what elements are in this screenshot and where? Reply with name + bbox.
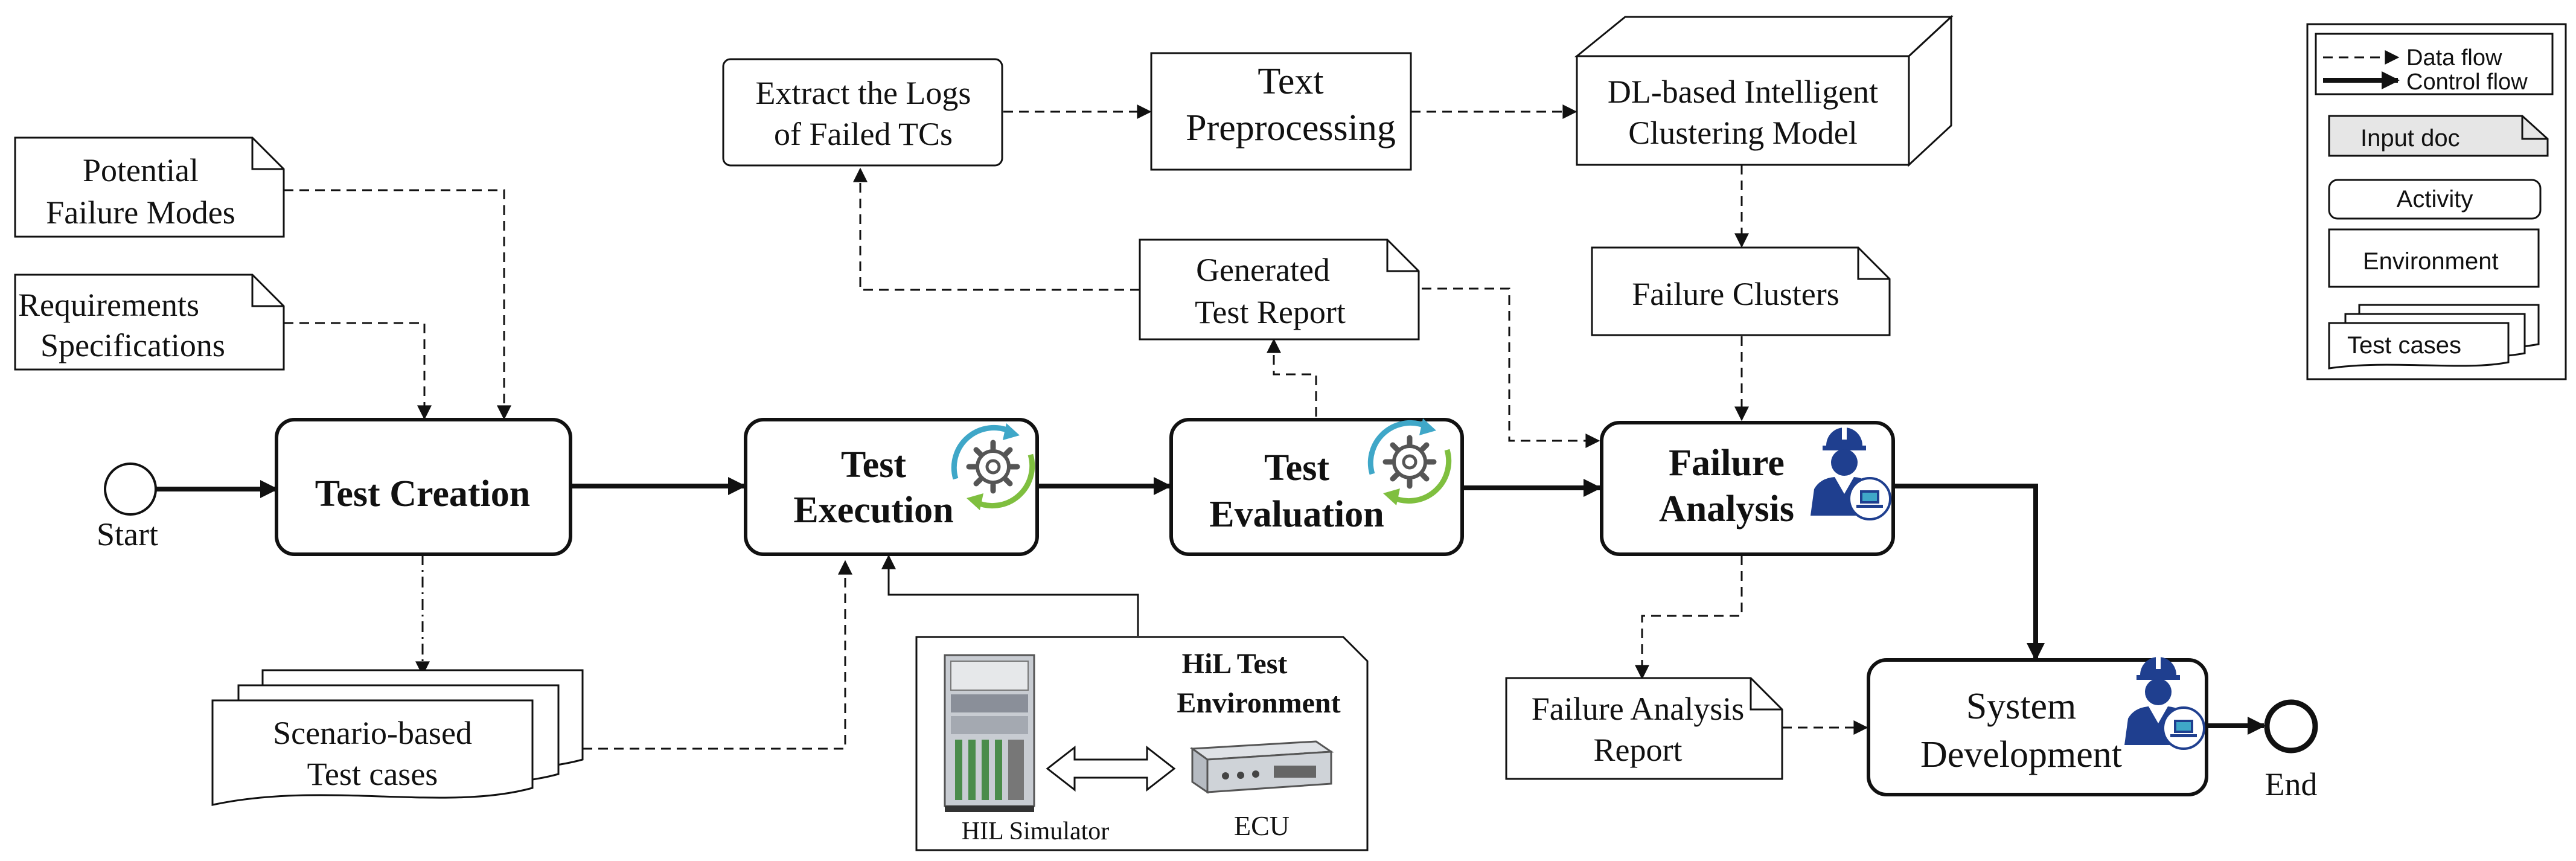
legend-test-cases: Test cases [2328, 304, 2540, 370]
end-circle [2264, 699, 2318, 754]
hil-title: HiL Test [1182, 648, 1288, 680]
activity-label: Test [841, 444, 906, 485]
doc-label: Generated [1196, 252, 1330, 288]
doc-label: Failure Modes [46, 194, 235, 231]
hil-test-environment: HiL Test Environment HIL Simulator ECU [915, 636, 1369, 851]
activity-text-preprocessing: Text Preprocessing [1150, 52, 1412, 171]
start-circle [104, 463, 157, 516]
legend-data-flow: Data flow [2406, 45, 2502, 71]
flow-analysis-to-development [1893, 484, 2045, 661]
svg-text:Input doc: Input doc [2360, 125, 2460, 152]
activity-label: Text [1258, 61, 1323, 102]
doc-requirements-specifications: Requirements Specifications [14, 274, 285, 371]
activity-label: of Failed TCs [774, 116, 953, 152]
activity-label: Extract the Logs [756, 75, 971, 111]
ecu-device [1189, 740, 1334, 794]
activity-label: Preprocessing [1186, 107, 1396, 149]
model-label: Clustering Model [1628, 115, 1857, 151]
bidirectional-arrow-icon [1046, 745, 1176, 792]
doc-label: Failure Analysis [1532, 691, 1744, 727]
flow-failure-modes-to-creation [284, 189, 511, 420]
flow-testcases-to-execution [583, 560, 852, 750]
activity-system-development: System Development [1867, 656, 2208, 796]
dl-clustering-model: DL-based Intelligent Clustering Model [1574, 14, 1954, 167]
svg-text:Activity: Activity [2397, 186, 2473, 213]
end-label: End [2265, 766, 2318, 802]
activity-label: Development [1920, 734, 2122, 775]
activity-label: Test Creation [315, 473, 531, 514]
legend-control-flow: Control flow [2406, 69, 2528, 95]
legend-activity: Activity [2328, 179, 2542, 220]
doc-label: Requirements [18, 287, 199, 323]
doc-label: Specifications [40, 327, 225, 363]
svg-text:Environment: Environment [2363, 248, 2499, 275]
flow-requirements-to-creation [284, 322, 432, 420]
legend-environment: Environment [2328, 228, 2540, 288]
flow-analysis-to-far [1635, 555, 1743, 680]
scenario-based-test-cases: Scenario-based Test cases [211, 669, 584, 806]
flow-report-to-analysis [1422, 287, 1600, 448]
testcases-label: Test cases [307, 756, 438, 792]
model-label: DL-based Intelligent [1608, 74, 1878, 110]
activity-failure-analysis: Failure Analysis [1600, 421, 1895, 556]
doc-label: Report [1594, 732, 1683, 768]
doc-failure-clusters: Failure Clusters [1591, 246, 1891, 336]
doc-failure-analysis-report: Failure Analysis Report [1505, 677, 1783, 780]
flow-report-to-extract [853, 167, 1140, 291]
legend: Data flow Control flow Input doc Activit… [2306, 23, 2567, 380]
activity-extract-logs: Extract the Logs of Failed TCs [722, 58, 1003, 167]
start-label: Start [97, 516, 158, 552]
activity-test-creation: Test Creation [275, 418, 572, 556]
activity-label: Evaluation [1209, 494, 1384, 535]
ecu-label: ECU [1234, 810, 1290, 841]
doc-label: Test Report [1195, 294, 1346, 330]
connectors [156, 104, 2266, 750]
doc-label: Failure Clusters [1632, 276, 1839, 312]
activity-test-evaluation: Test Evaluation [1169, 418, 1464, 556]
activity-label: System [1966, 686, 2077, 727]
flow-hil-to-execution [881, 554, 1139, 636]
hil-simulator-label: HIL Simulator [962, 818, 1110, 845]
doc-potential-failure-modes: Potential Failure Modes [14, 136, 285, 238]
activity-test-execution: Test Execution [744, 418, 1039, 556]
flow-evaluation-to-report [1267, 338, 1317, 417]
end-node: End [2264, 699, 2318, 802]
activity-label: Failure [1669, 443, 1785, 484]
activity-label: Test [1264, 447, 1329, 488]
legend-input-doc: Input doc [2328, 115, 2549, 157]
testcases-label: Scenario-based [273, 715, 472, 751]
start-node: Start [97, 463, 158, 552]
doc-label: Potential [83, 152, 199, 188]
svg-text:Test cases: Test cases [2347, 332, 2461, 359]
doc-generated-test-report: Generated Test Report [1139, 238, 1420, 341]
activity-label: Execution [793, 490, 953, 531]
hil-title: Environment [1177, 687, 1340, 719]
activity-label: Analysis [1659, 488, 1794, 530]
hil-simulator-rack [944, 654, 1035, 812]
